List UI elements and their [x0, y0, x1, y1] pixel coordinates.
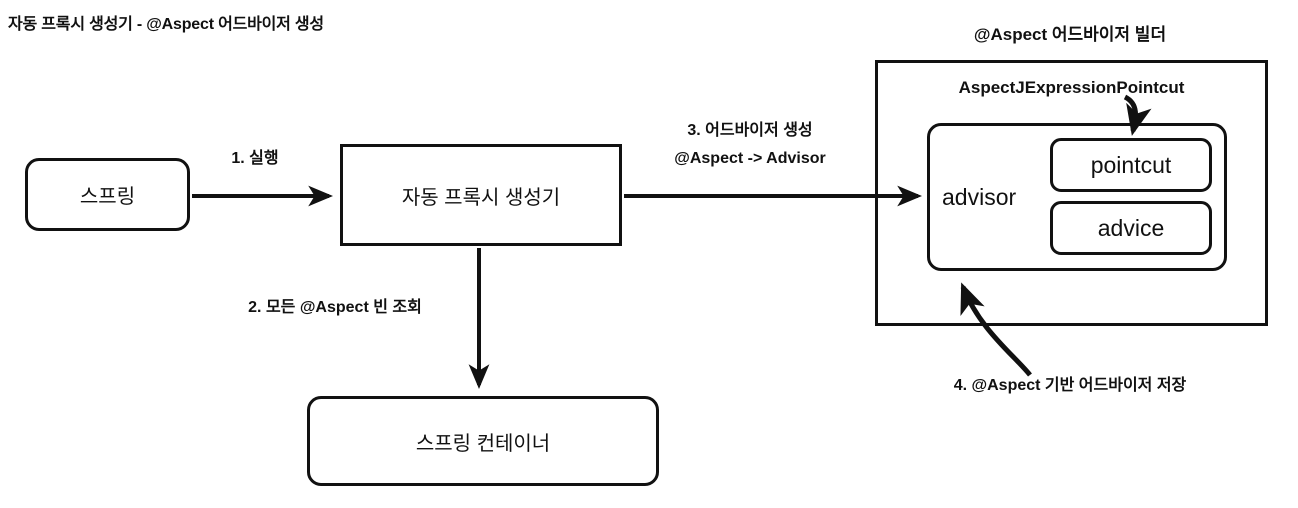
node-pointcut-label: pointcut [1090, 151, 1172, 178]
node-pointcut[interactable]: pointcut [1050, 138, 1212, 192]
node-advice[interactable]: advice [1050, 201, 1212, 255]
node-spring-container-label: 스프링 컨테이너 [415, 432, 551, 455]
step-2-label: 2. 모든 @Aspect 빈 조회 [248, 299, 422, 316]
node-spring-label: 스프링 [79, 186, 136, 208]
builder-panel-heading: @Aspect 어드바이저 빌더 [973, 25, 1167, 44]
step-3-sublabel: @Aspect -> Advisor [674, 150, 826, 167]
aspectj-expression-pointcut-label: AspectJExpressionPointcut [958, 78, 1185, 97]
step-1-label: 1. 실행 [231, 150, 279, 167]
node-spring-container[interactable]: 스프링 컨테이너 [307, 396, 659, 486]
node-advice-label: advice [1097, 214, 1165, 241]
step-4-label: 4. @Aspect 기반 어드바이저 저장 [953, 377, 1187, 394]
node-auto-proxy-creator[interactable]: 자동 프록시 생성기 [340, 144, 622, 246]
step-3-label: 3. 어드바이저 생성 [687, 122, 813, 139]
node-auto-proxy-creator-label: 자동 프록시 생성기 [401, 186, 561, 209]
node-spring[interactable]: 스프링 [25, 158, 190, 231]
page-title: 자동 프록시 생성기 - @Aspect 어드바이저 생성 [8, 16, 324, 33]
node-advisor-label: advisor [942, 183, 1017, 210]
